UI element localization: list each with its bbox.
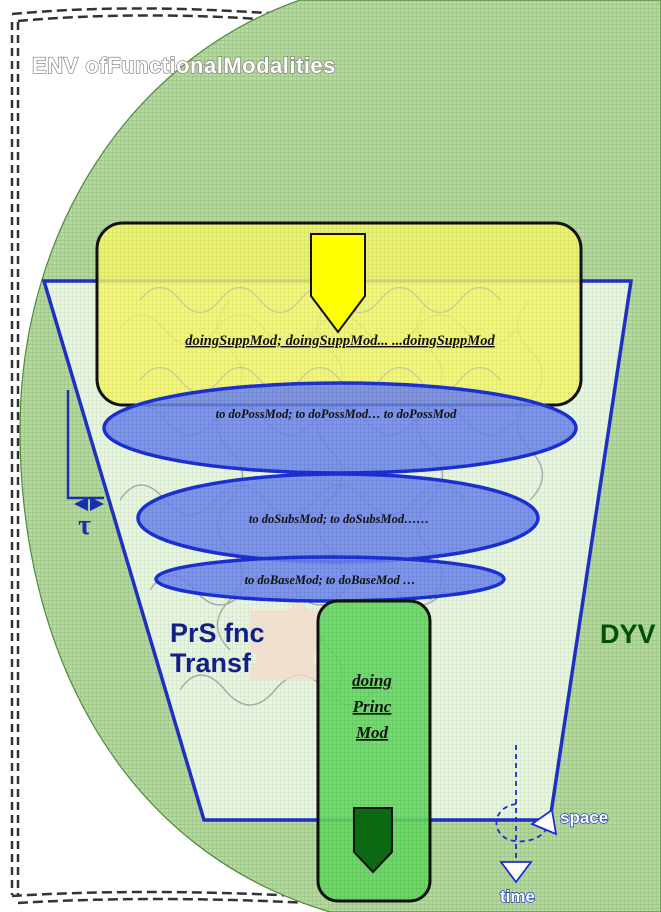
time-label: time <box>500 887 535 906</box>
princ-label-line3: Mod <box>355 723 389 742</box>
base-label: to doBaseMod; to doBaseMod … <box>245 573 416 587</box>
prs-label-line1: PrS fnc <box>170 618 265 648</box>
tau-label: τ <box>78 510 91 541</box>
dyn-label: DYV <box>600 619 656 649</box>
princ-label-line1: doing <box>352 671 392 690</box>
poss-ellipse <box>104 383 576 473</box>
subs-label: to doSubsMod; to doSubsMod…… <box>249 512 429 526</box>
princ-label-line2: Princ <box>352 697 392 716</box>
space-label: space <box>560 808 608 827</box>
poss-label: to doPossMod; to doPossMod… to doPossMod <box>216 407 457 421</box>
env-title: ENV ofFunctionalModalities <box>32 53 336 78</box>
supp-label: doingSuppMod; doingSuppMod... ...doingSu… <box>185 333 495 349</box>
prs-label-line2: Transf <box>170 648 252 678</box>
